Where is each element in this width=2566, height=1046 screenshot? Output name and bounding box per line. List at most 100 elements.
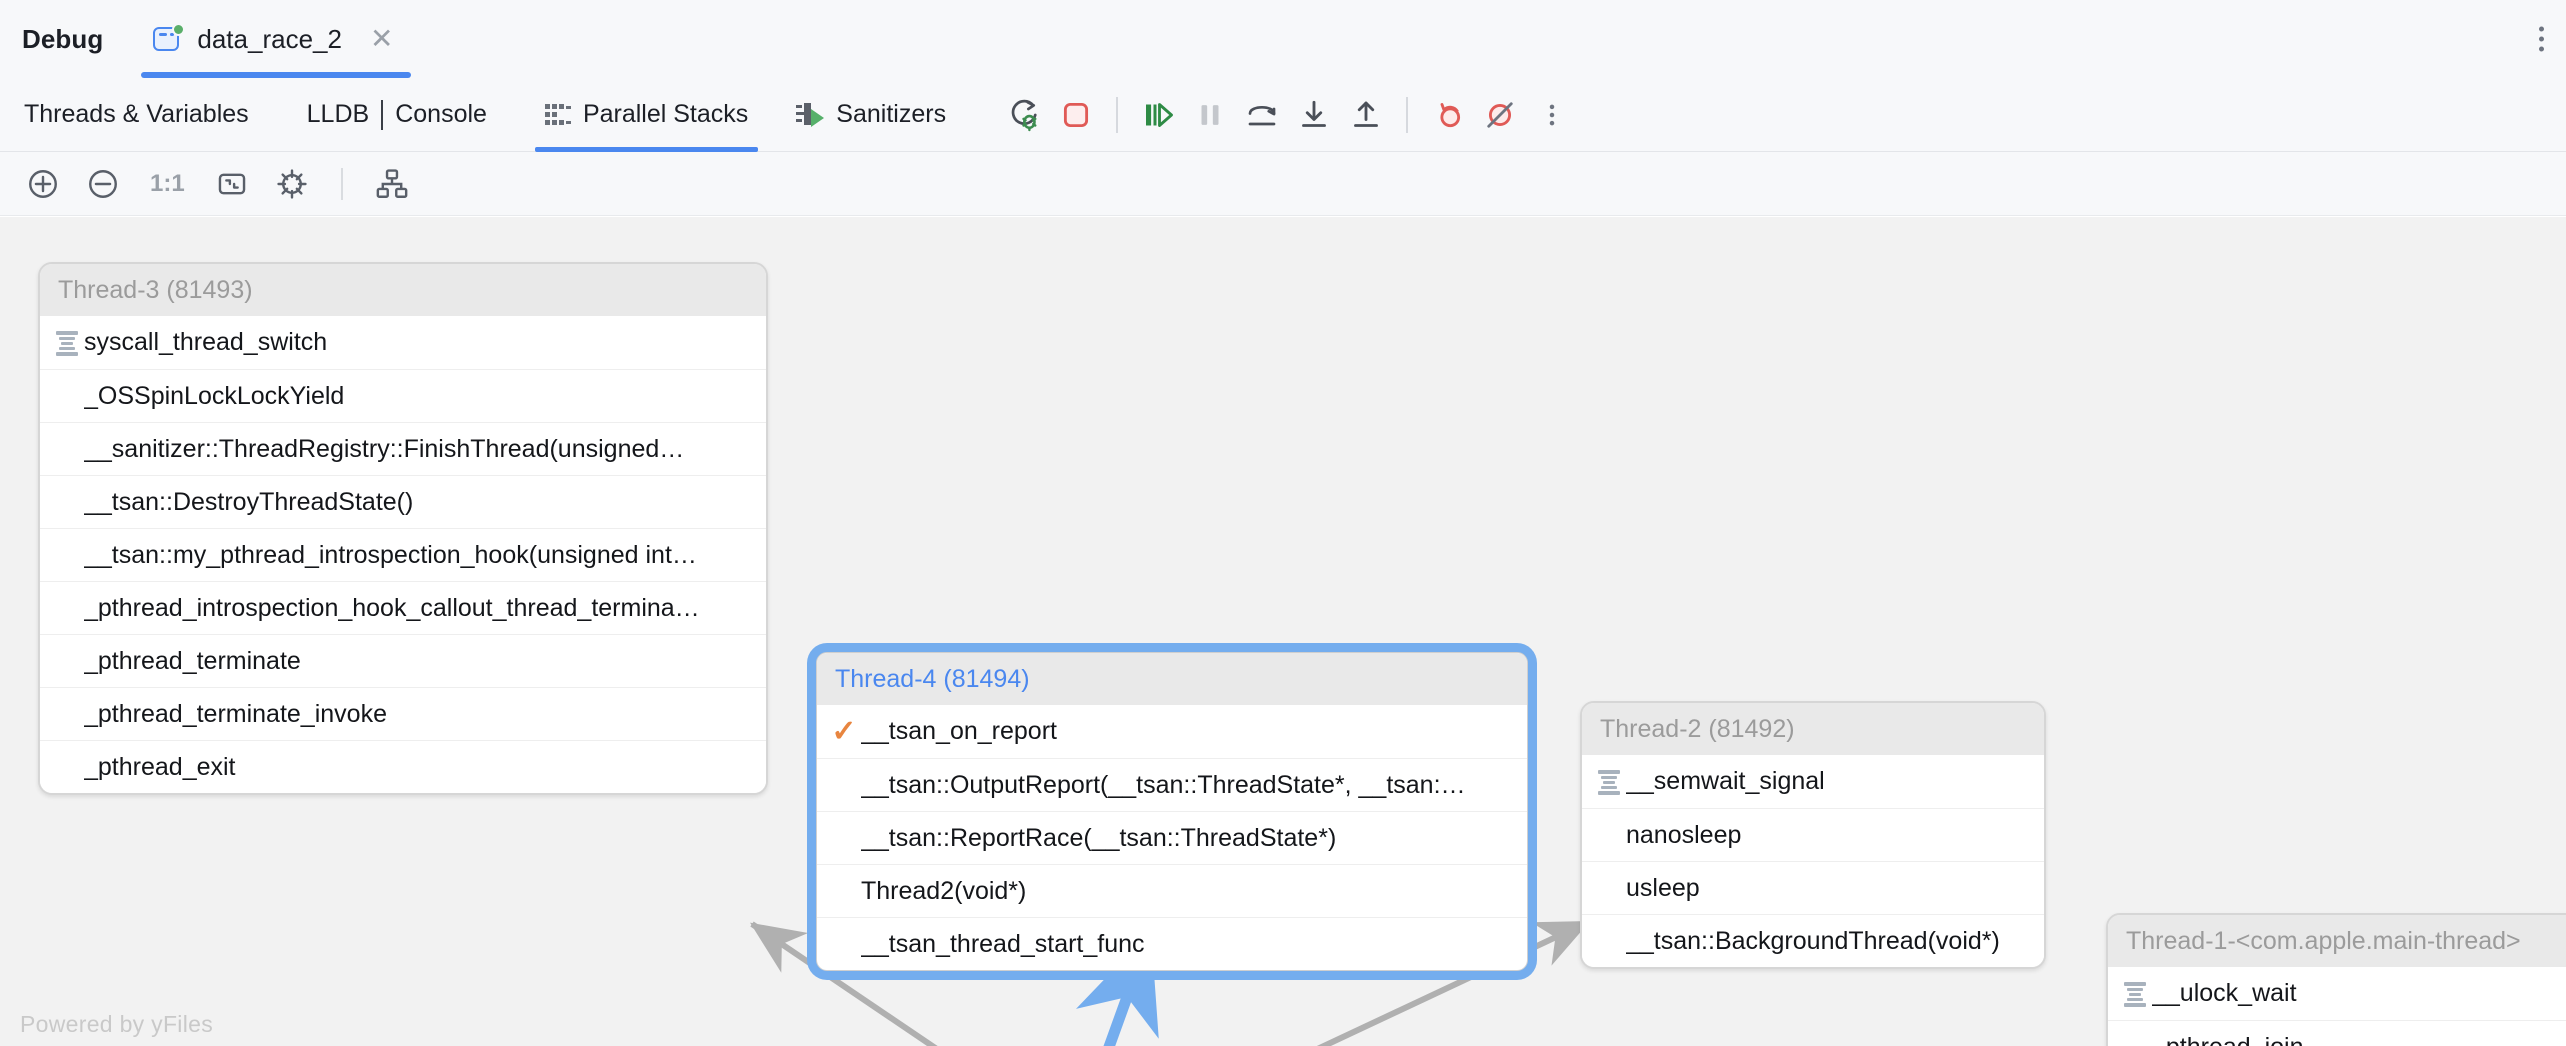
divider: [1406, 96, 1409, 133]
stack-node-thread-3[interactable]: Thread-3 (81493) syscall_thread_switch _…: [38, 262, 768, 795]
divider: [381, 99, 384, 130]
tab-threads-and-variables-label: Threads & Variables: [24, 100, 249, 128]
stack-node-thread-2[interactable]: Thread-2 (81492) __semwait_signal nanosl…: [1580, 701, 2046, 969]
center-selection-icon[interactable]: [265, 157, 319, 211]
stack-icon: [1592, 769, 1626, 795]
stack-frame-label: __tsan::ReportRace(__tsan::ThreadState*): [861, 823, 1337, 852]
stack-node-title: Thread-4 (81494): [817, 653, 1527, 705]
stack-frame-list: __semwait_signal nanosleep usleep __tsan…: [1582, 755, 2044, 967]
yfiles-attribution: Powered by yFiles: [20, 1011, 214, 1037]
current-frame-check-icon: ✓: [831, 714, 857, 748]
stack-frame-row[interactable]: _pthread_terminate: [40, 634, 766, 687]
running-status-dot: [172, 23, 186, 36]
debug-toolbar: Threads & Variables LLDB Console Paralle…: [0, 78, 2566, 152]
stack-frame-label: usleep: [1626, 873, 1700, 902]
tab-lldb-label: LLDB: [306, 100, 370, 128]
resume-program-icon[interactable]: [1132, 89, 1184, 141]
stack-frame-label: _OSSpinLockLockYield: [84, 381, 345, 410]
tab-threads-and-variables[interactable]: Threads & Variables: [0, 78, 273, 152]
step-out-icon[interactable]: [1340, 89, 1392, 141]
session-tab-label: data_race_2: [197, 23, 342, 54]
stack-icon: [2118, 981, 2152, 1007]
stack-frame-label: __sanitizer::ThreadRegistry::FinishThrea…: [84, 434, 685, 463]
graph-view-toolbar: 1:1: [0, 152, 2566, 216]
mute-breakpoints-icon[interactable]: [1422, 89, 1474, 141]
zoom-in-icon[interactable]: [16, 157, 70, 211]
tab-lldb-console[interactable]: LLDB Console: [273, 78, 521, 152]
tab-console-label: Console: [395, 100, 487, 128]
stack-frame-row[interactable]: _OSSpinLockLockYield: [40, 369, 766, 422]
debug-tool-window-title: Debug: [22, 23, 104, 54]
tab-parallel-stacks[interactable]: Parallel Stacks: [521, 78, 772, 152]
stack-frame-label: __ulock_wait: [2152, 979, 2297, 1007]
stack-icon: [50, 330, 84, 356]
stack-node-title: Thread-2 (81492): [1582, 703, 2044, 755]
stack-frame-label: syscall_thread_switch: [84, 328, 328, 356]
stack-frame-list: ✓ __tsan_on_report __tsan::OutputReport(…: [817, 705, 1527, 970]
stack-frame-label: _pthread_introspection_hook_callout_thre…: [84, 593, 700, 622]
edge-group-to-thread-3: [750, 921, 938, 1046]
debug-tool-window-tabbar: Debug data_race_2 ✕: [0, 0, 2566, 78]
stack-frame-label: _pthread_terminate_invoke: [84, 699, 387, 728]
stack-frame-label: _pthread_join: [2152, 1033, 2304, 1046]
stack-frame-row[interactable]: usleep: [1582, 861, 2044, 914]
stop-icon[interactable]: [1050, 89, 1102, 141]
stack-frame-label: __tsan_thread_start_func: [861, 929, 1145, 958]
stack-frame-row[interactable]: _pthread_terminate_invoke: [40, 687, 766, 740]
tab-parallel-stacks-label: Parallel Stacks: [582, 100, 749, 128]
stack-frame-row[interactable]: nanosleep: [1582, 808, 2044, 861]
step-into-icon[interactable]: [1288, 89, 1340, 141]
stack-frame-label: Thread2(void*): [861, 876, 1027, 905]
stack-frame-row[interactable]: __tsan::DestroyThreadState(): [40, 475, 766, 528]
stack-frame-label: __tsan::OutputReport(__tsan::ThreadState…: [861, 770, 1466, 799]
stack-frame-label: nanosleep: [1626, 820, 1742, 849]
tab-sanitizers[interactable]: Sanitizers: [772, 78, 970, 152]
more-options-icon[interactable]: [1526, 89, 1578, 141]
stack-frame-row[interactable]: __sanitizer::ThreadRegistry::FinishThrea…: [40, 422, 766, 475]
session-tab-data-race-2[interactable]: data_race_2 ✕: [133, 0, 419, 78]
sanitizers-icon: [796, 102, 825, 127]
stack-node-thread-1[interactable]: Thread-1-<com.apple.main-thread> __ulock…: [2106, 913, 2566, 1046]
stack-frame-row[interactable]: __tsan::OutputReport(__tsan::ThreadState…: [817, 758, 1527, 811]
stack-node-title: Thread-3 (81493): [40, 264, 766, 316]
close-icon[interactable]: ✕: [369, 23, 394, 54]
stack-frame-row[interactable]: __tsan_thread_start_func: [817, 917, 1527, 970]
run-configuration-icon: [153, 23, 186, 53]
pause-program-icon: [1184, 89, 1236, 141]
stack-frame-row[interactable]: _pthread_join: [2108, 1020, 2566, 1046]
parallel-stacks-icon: [544, 103, 571, 126]
stack-frame-row[interactable]: ✓ __tsan_on_report: [817, 705, 1527, 758]
stack-frame-row[interactable]: __tsan::ReportRace(__tsan::ThreadState*): [817, 811, 1527, 864]
stack-frame-label: __tsan_on_report: [861, 717, 1057, 745]
stack-frame-label: _pthread_exit: [84, 752, 236, 781]
stack-frame-row[interactable]: _pthread_exit: [40, 740, 766, 793]
stack-frame-row[interactable]: _pthread_introspection_hook_callout_thre…: [40, 581, 766, 634]
stack-frame-row[interactable]: __ulock_wait: [2108, 967, 2566, 1020]
fit-content-icon[interactable]: [205, 157, 259, 211]
divider: [340, 167, 343, 200]
stack-frame-row[interactable]: syscall_thread_switch: [40, 316, 766, 369]
stack-frame-list: __ulock_wait _pthread_join wrap_pthread_…: [2108, 967, 2566, 1046]
stack-frame-row[interactable]: __tsan::BackgroundThread(void*): [1582, 914, 2044, 967]
view-breakpoints-icon[interactable]: [1474, 89, 1526, 141]
stack-frame-row[interactable]: Thread2(void*): [817, 864, 1527, 917]
stack-node-thread-4[interactable]: Thread-4 (81494) ✓ __tsan_on_report __ts…: [807, 643, 1537, 980]
step-over-icon[interactable]: [1236, 89, 1288, 141]
parallel-stacks-canvas[interactable]: Thread-3 (81493) syscall_thread_switch _…: [0, 217, 2566, 1046]
tab-sanitizers-label: Sanitizers: [836, 100, 947, 128]
more-vertical-icon[interactable]: [2539, 26, 2544, 52]
stack-frame-list: syscall_thread_switch _OSSpinLockLockYie…: [40, 316, 766, 793]
stack-frame-label: __tsan::DestroyThreadState(): [84, 487, 414, 516]
stack-frame-row[interactable]: __semwait_signal: [1582, 755, 2044, 808]
rerun-debug-icon[interactable]: [998, 89, 1050, 141]
zoom-out-icon[interactable]: [76, 157, 130, 211]
zoom-level-label[interactable]: 1:1: [150, 169, 185, 197]
stack-frame-row[interactable]: __tsan::my_pthread_introspection_hook(un…: [40, 528, 766, 581]
stack-frame-label: __semwait_signal: [1626, 767, 1825, 795]
stack-frame-label: __tsan::BackgroundThread(void*): [1626, 926, 2000, 955]
stack-frame-label: _pthread_terminate: [84, 646, 301, 675]
divider: [1116, 96, 1119, 133]
stack-node-title: Thread-1-<com.apple.main-thread>: [2108, 915, 2566, 967]
stack-frame-label: __tsan::my_pthread_introspection_hook(un…: [84, 540, 697, 569]
hierarchy-layout-icon[interactable]: [365, 157, 419, 211]
